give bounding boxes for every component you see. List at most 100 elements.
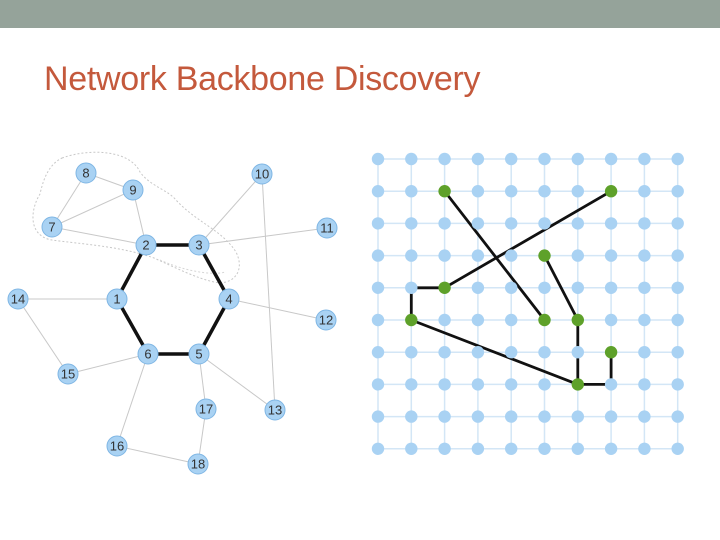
graph-node-label: 6 bbox=[144, 347, 151, 362]
graph-node-circle bbox=[188, 343, 210, 365]
grid-node bbox=[571, 217, 584, 230]
graph-node-label: 18 bbox=[191, 457, 205, 472]
grid-node bbox=[438, 249, 451, 262]
grid-node bbox=[405, 185, 418, 198]
graph-edge-3-11 bbox=[198, 227, 328, 246]
grid-node bbox=[371, 217, 385, 230]
graph-node-circle bbox=[135, 234, 157, 256]
grid-node bbox=[604, 442, 618, 455]
graph-node-label: 15 bbox=[61, 367, 75, 382]
grid-node bbox=[538, 217, 551, 230]
grid-node bbox=[671, 410, 684, 423]
grid-node bbox=[471, 410, 485, 423]
grid-node-highlighted bbox=[405, 313, 418, 327]
grid-node bbox=[638, 152, 651, 166]
grid-node bbox=[671, 442, 684, 455]
graph-node-5: 5 bbox=[188, 343, 210, 365]
graph-node-circle bbox=[106, 288, 128, 310]
grid-node bbox=[638, 378, 651, 391]
header-bar bbox=[0, 0, 720, 28]
graph-node-label: 9 bbox=[129, 183, 136, 198]
graph-node-7: 7 bbox=[41, 216, 63, 238]
grid-backbone-edge bbox=[443, 189, 613, 290]
community-outline-inner bbox=[159, 259, 227, 274]
graph-node-18: 18 bbox=[187, 453, 209, 475]
grid-node bbox=[438, 313, 451, 327]
graph-edge-7-2 bbox=[51, 226, 147, 246]
grid-node bbox=[671, 346, 684, 359]
grid-node bbox=[538, 152, 551, 166]
graph-node-circle bbox=[218, 288, 240, 310]
graph-node-circle bbox=[195, 398, 217, 420]
grid-node bbox=[671, 378, 684, 391]
grid-node bbox=[538, 378, 551, 391]
grid-node bbox=[438, 217, 451, 230]
grid-node bbox=[571, 185, 584, 198]
grid-node bbox=[604, 281, 618, 294]
graph-node-2: 2 bbox=[135, 234, 157, 256]
grid-node bbox=[538, 281, 551, 294]
grid-backbone-edge bbox=[543, 254, 580, 322]
graph-edge-9-7 bbox=[51, 189, 134, 228]
grid-node bbox=[571, 410, 584, 423]
graph-edge-15-6 bbox=[67, 353, 149, 375]
grid-node bbox=[604, 378, 618, 391]
grid-node bbox=[571, 152, 584, 166]
grid-node bbox=[471, 185, 485, 198]
graph-node-1: 1 bbox=[106, 288, 128, 310]
grid-node bbox=[638, 185, 651, 198]
grid-node bbox=[405, 152, 418, 166]
graph-node-circle bbox=[187, 453, 209, 475]
graph-node-circle bbox=[7, 288, 29, 310]
grid-node bbox=[438, 378, 451, 391]
grid-node bbox=[371, 442, 385, 455]
graph-node-circle bbox=[315, 309, 337, 331]
grid-node bbox=[471, 378, 485, 391]
graph-node-circle bbox=[57, 363, 79, 385]
graph-node-14: 14 bbox=[7, 288, 29, 310]
graph-node-label: 2 bbox=[142, 238, 149, 253]
grid-node bbox=[571, 346, 584, 359]
grid-node bbox=[638, 313, 651, 327]
graph-node-13: 13 bbox=[264, 399, 286, 421]
backbone-edge-6-1 bbox=[115, 297, 150, 356]
grid-node bbox=[638, 442, 651, 455]
graph-node-10: 10 bbox=[251, 163, 273, 185]
grid-node bbox=[471, 442, 485, 455]
grid-node bbox=[538, 410, 551, 423]
grid-node bbox=[505, 152, 518, 166]
graph-node-label: 4 bbox=[225, 292, 232, 307]
graph-node-label: 1 bbox=[113, 292, 120, 307]
grid-node bbox=[405, 217, 418, 230]
graph-node-16: 16 bbox=[106, 435, 128, 457]
grid-node bbox=[505, 281, 518, 294]
grid-node bbox=[471, 313, 485, 327]
grid-node bbox=[371, 378, 385, 391]
grid-node bbox=[371, 346, 385, 359]
grid-node bbox=[638, 281, 651, 294]
grid-node bbox=[604, 410, 618, 423]
grid-node-highlighted bbox=[438, 281, 451, 294]
graph-node-label: 17 bbox=[199, 402, 213, 417]
grid-node bbox=[505, 442, 518, 455]
graph-node-circle bbox=[137, 343, 159, 365]
grid-node bbox=[438, 410, 451, 423]
graph-node-label: 7 bbox=[48, 220, 55, 235]
grid-node bbox=[438, 152, 451, 166]
grid-node bbox=[571, 442, 584, 455]
grid-backbone-edge bbox=[443, 189, 546, 322]
grid-node bbox=[505, 410, 518, 423]
grid-node bbox=[371, 152, 385, 166]
graph-node-8: 8 bbox=[75, 162, 97, 184]
grid-node bbox=[538, 442, 551, 455]
grid-node bbox=[604, 313, 618, 327]
grid-node bbox=[405, 249, 418, 262]
graph-edge-16-18 bbox=[116, 445, 199, 465]
graph-edge-10-13 bbox=[261, 173, 276, 411]
grid-node bbox=[671, 217, 684, 230]
graph-node-circle bbox=[316, 217, 338, 239]
grid-node-highlighted bbox=[538, 313, 551, 327]
grid-node bbox=[671, 152, 684, 166]
grid-node bbox=[638, 346, 651, 359]
